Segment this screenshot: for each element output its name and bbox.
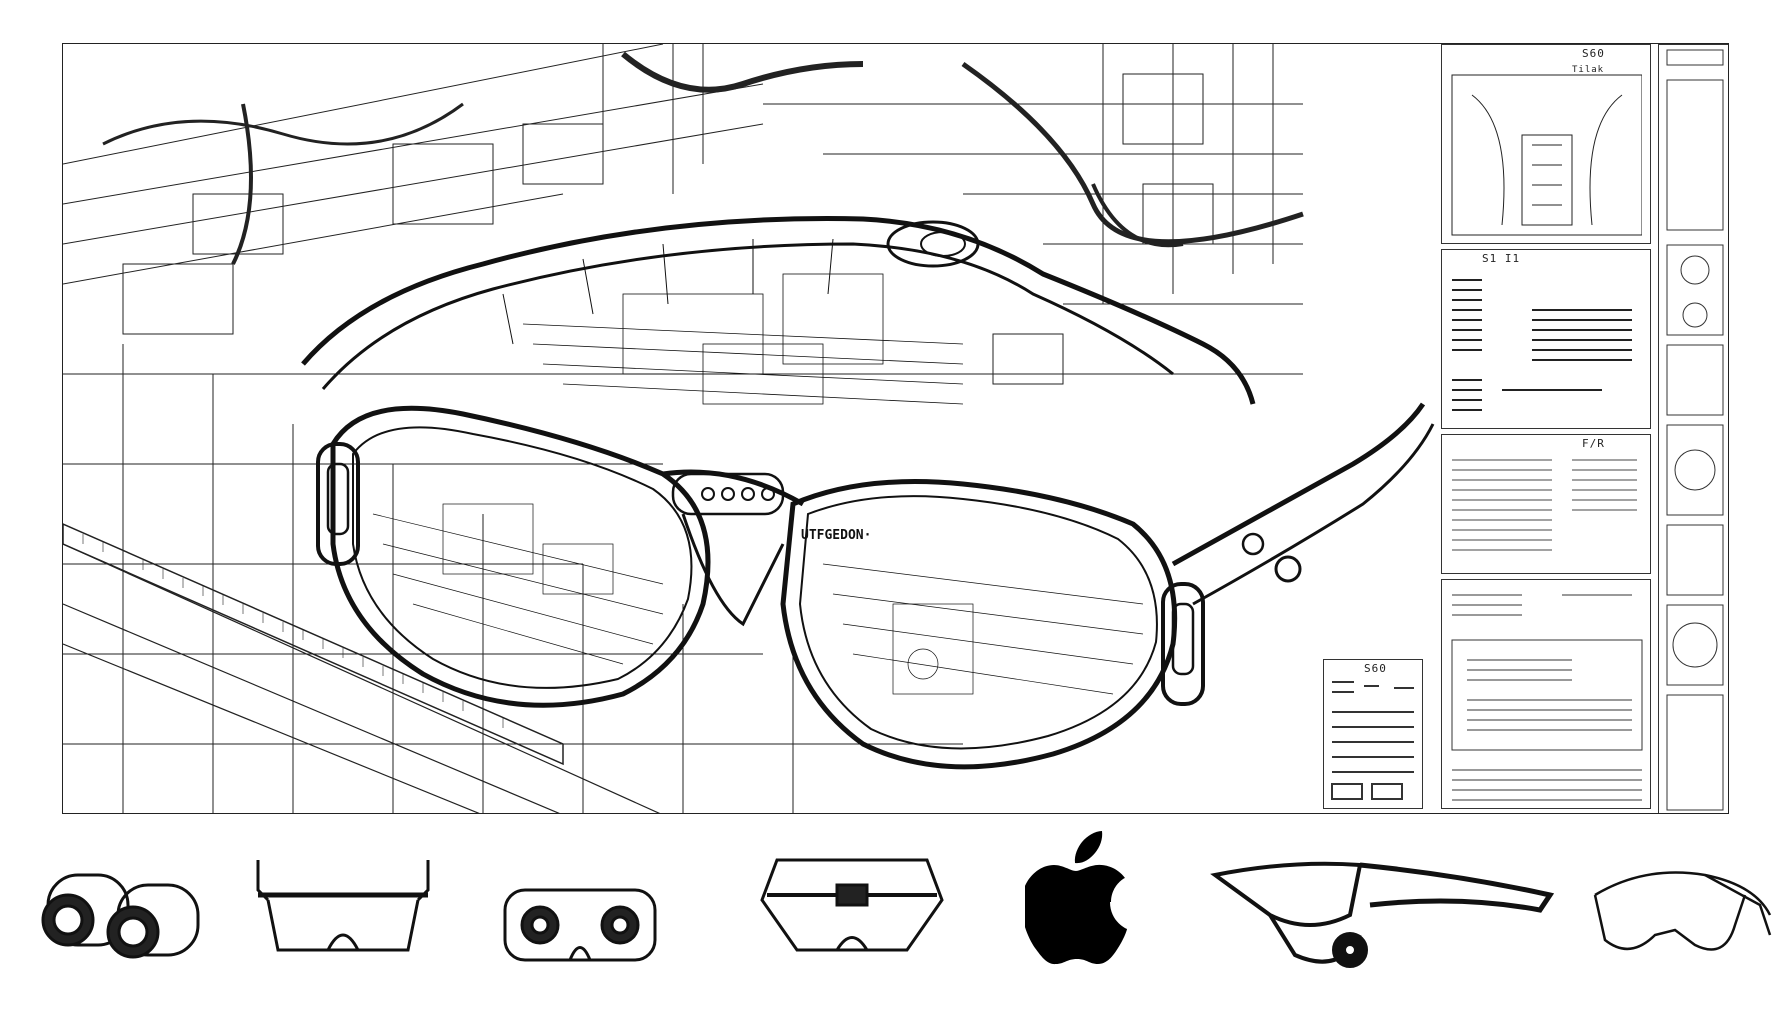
camera-glasses-icon xyxy=(1210,861,1555,968)
side-panel-top-drawing xyxy=(1451,74,1642,236)
lens-brand-text: UTFGEDON· xyxy=(801,528,871,543)
side-panel-header-code: S60 xyxy=(1582,47,1605,60)
side-panel-top: S60 Tilak xyxy=(1441,44,1651,244)
side-panel-mid-drawing xyxy=(1452,279,1632,411)
side-panel-lower-drawing xyxy=(1452,459,1637,551)
factory-background xyxy=(63,44,1304,813)
side-panel-mid: S1 I1 xyxy=(1441,249,1651,429)
smart-glasses-drawing: UTFGEDON· xyxy=(301,216,1435,770)
mini-ui-card: S60 xyxy=(1323,659,1423,809)
side-panel-bottom xyxy=(1441,579,1651,809)
side-panel-section-label-2: F/R xyxy=(1582,437,1605,450)
side-panel-header-small: Tilak xyxy=(1572,65,1605,75)
illustration-frame: UTFGEDON· S60 S60 Tilak S1 I1 xyxy=(62,43,1729,814)
binoculars-icon xyxy=(41,873,200,959)
side-panel-lower: F/R xyxy=(1441,434,1651,574)
protective-goggles-icon xyxy=(1593,871,1772,951)
apple-logo-icon xyxy=(1025,831,1127,965)
side-panel-narrow-drawing xyxy=(1666,49,1724,811)
vr-goggles-icon xyxy=(503,888,657,962)
safety-glasses-icon xyxy=(256,860,430,952)
icon-strip xyxy=(0,820,1792,1020)
side-panel-section-label: S1 I1 xyxy=(1482,252,1521,265)
side-panel-narrow-column xyxy=(1658,44,1728,813)
side-panel-bottom-drawing xyxy=(1451,594,1643,801)
mini-ui-code: S60 xyxy=(1364,662,1387,675)
visor-icon xyxy=(760,858,944,952)
mini-ui-lines xyxy=(1331,681,1414,800)
